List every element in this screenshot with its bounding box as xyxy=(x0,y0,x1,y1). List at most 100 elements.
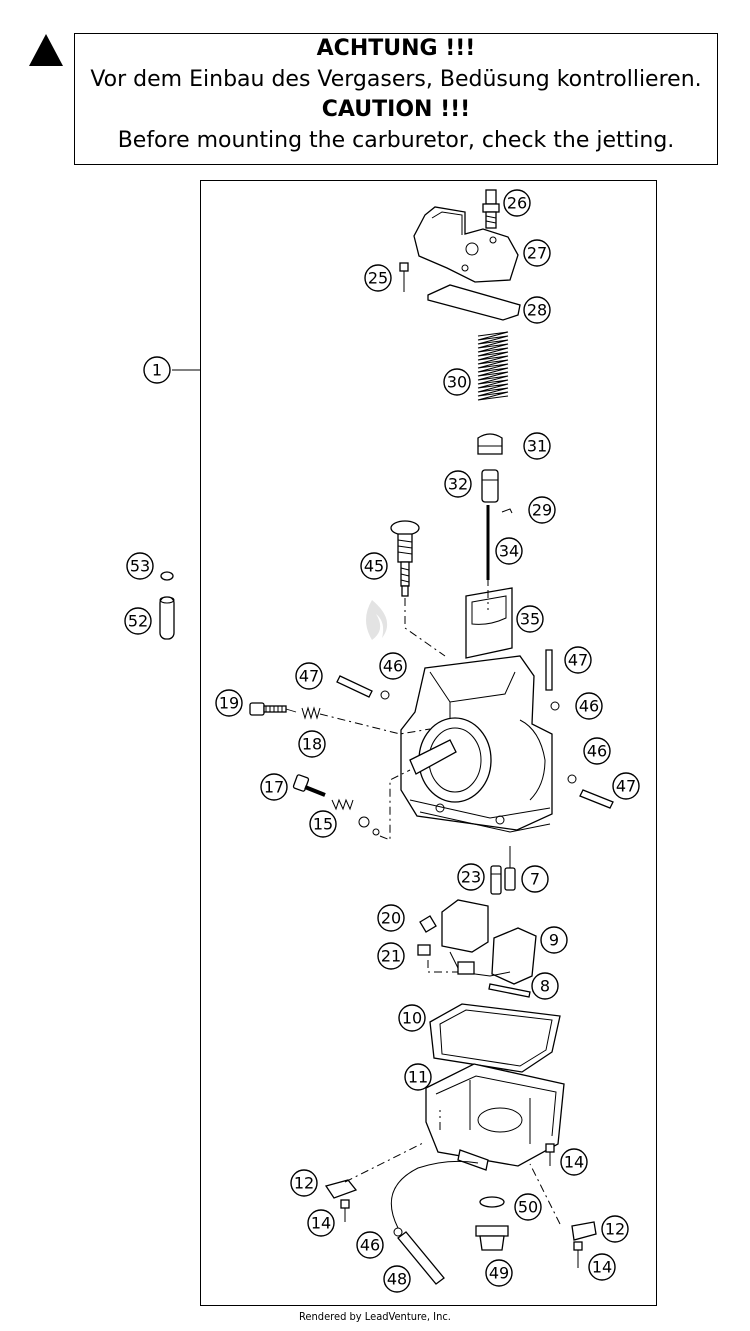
callout-47-b: 47 xyxy=(564,646,592,674)
diagram-frame xyxy=(200,180,657,1306)
svg-text:1: 1 xyxy=(152,361,162,380)
leadventure-watermark xyxy=(366,600,388,640)
callout-20: 20 xyxy=(377,904,405,932)
caution-heading: CAUTION !!! xyxy=(321,97,471,122)
svg-text:19: 19 xyxy=(219,694,239,713)
svg-text:49: 49 xyxy=(489,1264,509,1283)
bowl-screw-right xyxy=(545,1143,555,1166)
throttle-slide xyxy=(465,587,513,659)
svg-text:14: 14 xyxy=(564,1153,584,1172)
o-ring xyxy=(160,571,174,581)
svg-text:20: 20 xyxy=(381,909,401,928)
caution-notice: ACHTUNG !!! Vor dem Einbau des Vergasers… xyxy=(74,33,718,165)
svg-text:27: 27 xyxy=(527,244,547,263)
svg-text:14: 14 xyxy=(311,1214,331,1233)
callout-26: 26 xyxy=(503,189,531,217)
callout-10: 10 xyxy=(398,1004,426,1032)
callout-8: 8 xyxy=(531,972,559,1000)
svg-text:18: 18 xyxy=(302,735,322,754)
svg-text:48: 48 xyxy=(387,1270,407,1289)
float-bowl xyxy=(425,1063,565,1171)
callout-35: 35 xyxy=(516,605,544,633)
callout-47-c: 47 xyxy=(612,772,640,800)
svg-text:10: 10 xyxy=(402,1009,422,1028)
bracket-right xyxy=(571,1221,597,1241)
float-bowl-tube xyxy=(159,596,175,640)
svg-text:30: 30 xyxy=(447,373,467,392)
bowl-screw-bottom xyxy=(573,1241,583,1268)
svg-text:21: 21 xyxy=(381,947,401,966)
vent-tube-upper xyxy=(545,649,553,691)
callout-12-b: 12 xyxy=(601,1215,629,1243)
svg-text:50: 50 xyxy=(518,1198,538,1217)
svg-text:32: 32 xyxy=(448,475,468,494)
callout-47-a: 47 xyxy=(295,662,323,690)
idle-screw-spring xyxy=(331,798,354,811)
vent-tube-left xyxy=(336,675,373,698)
bracket-left xyxy=(324,1179,358,1199)
air-screw xyxy=(249,702,297,716)
callout-14-c: 14 xyxy=(588,1253,616,1281)
callout-19: 19 xyxy=(215,689,243,717)
svg-text:15: 15 xyxy=(313,815,333,834)
caution-text: Before mounting the carburetor, check th… xyxy=(117,128,675,153)
svg-text:8: 8 xyxy=(540,977,550,996)
svg-text:23: 23 xyxy=(461,868,481,887)
callout-46-d: 46 xyxy=(356,1231,384,1259)
svg-text:34: 34 xyxy=(499,542,519,561)
callout-27: 27 xyxy=(523,239,551,267)
svg-text:52: 52 xyxy=(128,612,148,631)
float-bowl-gasket xyxy=(429,1003,561,1073)
idle-screw xyxy=(292,774,326,797)
callout-14-b: 14 xyxy=(307,1209,335,1237)
callout-11: 11 xyxy=(404,1063,432,1091)
main-jet xyxy=(504,846,516,891)
callout-30: 30 xyxy=(443,368,471,396)
carburetor-body xyxy=(400,655,553,833)
air-screw-spring xyxy=(301,706,321,720)
achtung-text: Vor dem Einbau des Vergasers, Bedüsung k… xyxy=(90,67,702,92)
callout-53: 53 xyxy=(126,552,154,580)
cover-gasket xyxy=(427,284,521,321)
svg-text:12: 12 xyxy=(294,1174,314,1193)
callout-29: 29 xyxy=(528,496,556,524)
float xyxy=(441,899,537,985)
svg-text:35: 35 xyxy=(520,610,540,629)
svg-text:25: 25 xyxy=(368,269,388,288)
callout-25: 25 xyxy=(364,264,392,292)
svg-text:29: 29 xyxy=(532,501,552,520)
svg-text:12: 12 xyxy=(605,1220,625,1239)
callout-49: 49 xyxy=(485,1259,513,1287)
callout-7: 7 xyxy=(521,865,549,893)
float-pin xyxy=(488,983,531,998)
svg-text:47: 47 xyxy=(299,667,319,686)
svg-text:46: 46 xyxy=(579,697,599,716)
svg-text:14: 14 xyxy=(592,1258,612,1277)
needle-holder xyxy=(481,469,499,503)
starter-jet xyxy=(417,944,431,956)
callout-23: 23 xyxy=(457,863,485,891)
callout-9: 9 xyxy=(540,926,568,954)
callout-15: 15 xyxy=(309,810,337,838)
pilot-jet xyxy=(419,915,437,933)
svg-text:46: 46 xyxy=(587,742,607,761)
callout-17: 17 xyxy=(260,773,288,801)
svg-text:47: 47 xyxy=(568,651,588,670)
callout-31: 31 xyxy=(523,432,551,460)
idle-adjust-screw xyxy=(390,520,420,597)
callout-45: 45 xyxy=(360,552,388,580)
callout-46-a: 46 xyxy=(379,652,407,680)
svg-text:9: 9 xyxy=(549,931,559,950)
svg-text:28: 28 xyxy=(527,301,547,320)
needle-clip xyxy=(501,508,513,514)
hose-clamp-a xyxy=(380,690,390,700)
bowl-screw-left xyxy=(340,1199,350,1222)
svg-text:46: 46 xyxy=(383,657,403,676)
svg-text:31: 31 xyxy=(527,437,547,456)
washer xyxy=(358,816,370,828)
callout-28: 28 xyxy=(523,296,551,324)
callout-34: 34 xyxy=(495,537,523,565)
spring-seat xyxy=(477,433,503,455)
